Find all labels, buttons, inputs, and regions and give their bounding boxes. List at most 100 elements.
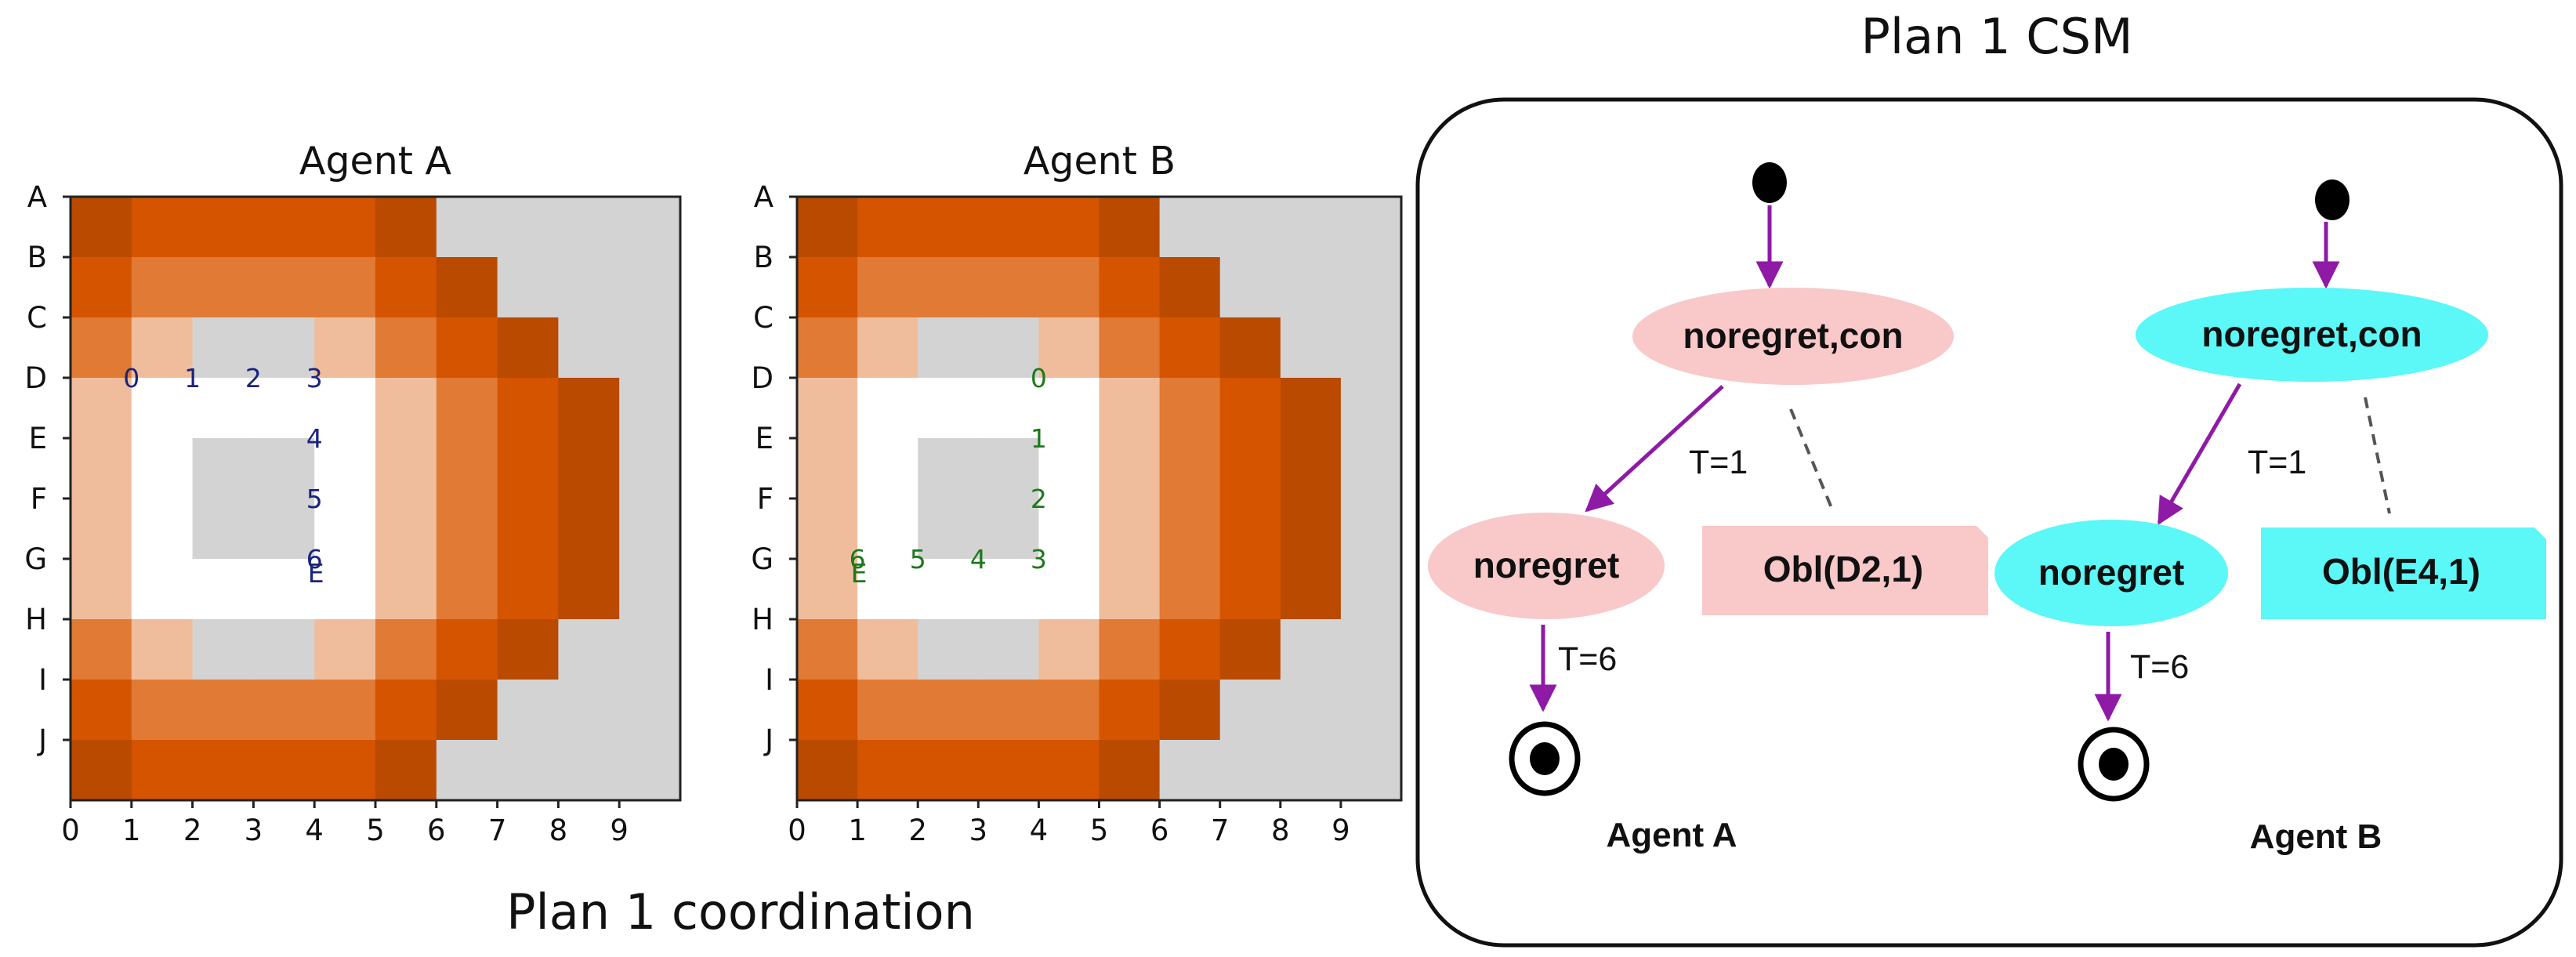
row-tick-label: D [752, 361, 774, 395]
col-tick-label: 1 [122, 814, 141, 847]
row-tick-label: E [755, 422, 774, 455]
grid-cell [918, 257, 979, 318]
col-tick-label: 6 [427, 814, 446, 847]
grid-cell [314, 680, 376, 741]
row-tick-label: F [757, 482, 774, 516]
grid-cell [1219, 317, 1281, 379]
grid-cell [1219, 197, 1281, 258]
grid-cell [1159, 378, 1221, 439]
col-tick-label: 9 [610, 814, 629, 847]
grid-cell [1340, 498, 1402, 560]
grid-cell [1280, 619, 1342, 680]
col-tick-label: 7 [488, 814, 507, 847]
grid-cell [1219, 257, 1281, 318]
grid-cell [131, 257, 194, 318]
grid-cell [436, 257, 498, 318]
grid-cell [192, 740, 254, 801]
grid-cell [1159, 317, 1221, 379]
grid-cell [71, 317, 132, 379]
grid-cell [192, 680, 254, 741]
path-step-label: 5 [910, 544, 926, 575]
grid-cell [436, 740, 498, 801]
grid-cell [497, 257, 559, 318]
grid-cell [497, 559, 559, 620]
grid-cell [797, 378, 858, 439]
path-step-label: 5 [306, 484, 323, 514]
agent-a-obligation-box [1702, 526, 1988, 615]
grid-cell [1099, 438, 1161, 499]
grid-cell [1038, 317, 1100, 379]
grid-cell [253, 257, 315, 318]
grid-cell [1099, 559, 1161, 620]
grid-cell [253, 680, 315, 741]
grid-cell [1219, 438, 1281, 499]
grid-cell [558, 438, 620, 499]
figure-caption: Plan 1 coordination [506, 883, 975, 941]
grid-cell [1099, 619, 1161, 680]
csm-title: Plan 1 CSM [1861, 8, 2133, 65]
col-tick-label: 3 [969, 814, 988, 847]
path-step-label: 3 [306, 363, 323, 393]
grid-cell [558, 378, 620, 439]
row-tick-label: E [29, 422, 47, 455]
grid-cell [619, 378, 681, 439]
grid-cell [1159, 740, 1221, 801]
row-tick-label: J [37, 723, 47, 757]
grid-cell [978, 257, 1039, 318]
row-tick-label: J [763, 723, 774, 757]
grid-cell [978, 197, 1039, 258]
agent-a-state1 [1632, 288, 1954, 385]
grid-cell [375, 619, 437, 680]
grid-cell [375, 257, 437, 318]
grid-cell [131, 498, 194, 560]
col-tick-label: 9 [1331, 814, 1350, 847]
grid-cell [857, 680, 918, 741]
grid-cell [71, 680, 132, 741]
path-step-label: 2 [245, 363, 262, 393]
row-tick-label: A [754, 180, 774, 214]
grid-cell [978, 438, 1039, 499]
grid-cell [619, 317, 681, 379]
grid-cell [1219, 378, 1281, 439]
grid-cell [253, 197, 315, 258]
path-step-label: 6 [306, 544, 323, 575]
grid-cell [558, 680, 620, 741]
grid-cell [857, 559, 918, 620]
grid-cell [375, 378, 437, 439]
agent-b-obligation-box [2261, 527, 2546, 619]
agent-a-state2 [1428, 513, 1665, 619]
grid-cell [978, 317, 1039, 379]
grid-cell [558, 559, 620, 620]
agent-a-csm-label: Agent A [1606, 816, 1737, 854]
grid-cell [1038, 680, 1100, 741]
grid-cell [192, 619, 254, 680]
agent-a-initial-state [1752, 162, 1787, 203]
grid-cell [192, 197, 254, 258]
path-step-label: 0 [123, 363, 139, 393]
grid-cell [797, 498, 858, 560]
grid-cell [314, 559, 376, 620]
grid-cell [1340, 619, 1402, 680]
grid-cell [192, 257, 254, 318]
grid-cell [375, 197, 437, 258]
grid-cell [619, 740, 681, 801]
agent-a-grid-cells [71, 197, 681, 801]
grid-cell [131, 438, 194, 499]
grid-cell [1159, 438, 1221, 499]
grid-cell [71, 740, 132, 801]
col-tick-label: 8 [549, 814, 568, 847]
grid-cell [978, 559, 1039, 620]
grid-cell [918, 317, 979, 379]
grid-cell [497, 197, 559, 258]
grid-cell [1038, 498, 1100, 560]
grid-cell [253, 740, 315, 801]
agent-b-panel-title: Agent B [1024, 139, 1176, 183]
grid-cell [1159, 197, 1221, 258]
agent-a-panel-title: Agent A [299, 139, 452, 183]
grid-cell [253, 317, 315, 379]
